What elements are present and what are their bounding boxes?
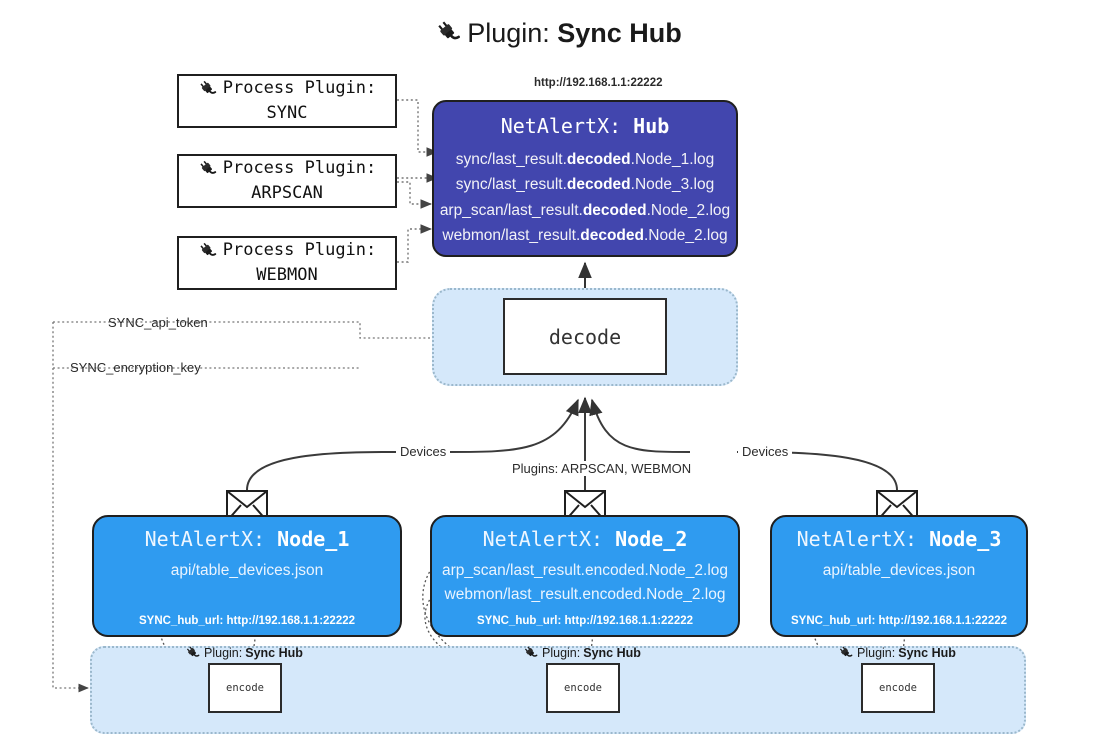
plug-icon: [198, 79, 217, 98]
process-plugin-name: SYNC: [266, 103, 308, 123]
hub-log-line: arp_scan/last_result.decoded.Node_2.log: [440, 198, 730, 223]
decode-box[interactable]: decode: [503, 298, 667, 375]
node-payload-line: api/table_devices.json: [170, 562, 324, 579]
node-title: NetAlertX: Node_2: [483, 527, 688, 551]
plugins-label-mid: Plugins: ARPSCAN, WEBMON: [508, 461, 696, 476]
hub-log-mid: decoded: [566, 176, 631, 194]
hub-log-post: .Node_2.log: [643, 226, 728, 244]
page-title-prefix: Plugin:: [467, 18, 550, 48]
node-title: NetAlertX: Node_3: [797, 527, 1002, 551]
hub-log-line: webmon/last_result.decoded.Node_2.log: [442, 223, 727, 248]
plug-icon: [523, 645, 538, 660]
hub-log-post: .Node_1.log: [630, 151, 715, 168]
plugin-tag-prefix: Plugin:: [542, 645, 581, 660]
encode-box-node-2[interactable]: encode: [546, 663, 620, 713]
hub-log-pre: arp_scan/last_result.: [439, 201, 583, 219]
process-plugin-box-arpscan[interactable]: Process Plugin: ARPSCAN: [177, 154, 397, 208]
hub-log-mid: decoded: [580, 226, 644, 244]
node-title: NetAlertX: Node_1: [145, 527, 350, 551]
plugin-tag-name: Sync Hub: [583, 645, 641, 660]
plug-icon: [198, 159, 217, 178]
hub-log-line: sync/last_result.decoded.Node_1.log: [456, 147, 714, 172]
hub-title-prefix: NetAlertX:: [500, 114, 622, 138]
node-hub-url: SYNC_hub_url: http://192.168.1.1:22222: [790, 615, 1008, 627]
plug-icon: [838, 645, 853, 660]
process-plugin-name: ARPSCAN: [251, 183, 323, 203]
hub-title-name: Hub: [633, 114, 670, 138]
process-plugin-name: WEBMON: [256, 265, 318, 285]
node-title-name: Node_1: [277, 527, 350, 551]
hub-node[interactable]: NetAlertX: Hub sync/last_result.decoded.…: [432, 100, 738, 257]
hub-log-mid: decoded: [582, 201, 647, 219]
plugin-tag-prefix: Plugin:: [204, 645, 243, 660]
plugin-tag-name: Sync Hub: [898, 645, 956, 660]
encode-box-node-3[interactable]: encode: [861, 663, 935, 713]
plugin-tag-sync-hub: Plugin: Sync Hub: [185, 645, 303, 660]
node-payload-line: arp_scan/last_result.encoded.Node_2.log: [441, 562, 729, 579]
hub-log-post: .Node_2.log: [646, 201, 731, 219]
node-payload-line: webmon/last_result.encoded.Node_2.log: [444, 586, 726, 604]
sync-api-token-label: SYNC_api_token: [108, 315, 208, 330]
plugin-tag-name: Sync Hub: [245, 645, 303, 660]
process-plugin-caption: Process Plugin:: [222, 158, 377, 179]
process-plugin-caption: Process Plugin:: [222, 78, 377, 99]
node-hub-url: SYNC_hub_url: http://192.168.1.1:22222: [476, 615, 694, 627]
node-title-name: Node_3: [929, 527, 1002, 551]
hub-log-pre: sync/last_result.: [455, 176, 567, 194]
hub-title: NetAlertX: Hub: [501, 114, 670, 138]
page-title-name: Sync Hub: [557, 18, 682, 48]
plug-icon: [198, 241, 217, 260]
hub-log-mid: decoded: [566, 151, 631, 168]
plugin-tag-sync-hub: Plugin: Sync Hub: [838, 645, 956, 660]
node-payload-line: api/table_devices.json: [822, 562, 976, 579]
sync-encryption-key-label: SYNC_encryption_key: [70, 360, 201, 375]
process-plugin-caption: Process Plugin:: [222, 240, 377, 261]
devices-label-left: Devices: [396, 444, 451, 459]
devices-label-right: Devices: [738, 444, 793, 459]
node-title-prefix: NetAlertX:: [482, 527, 604, 551]
node-title-prefix: NetAlertX:: [144, 527, 266, 551]
node-box-node-2[interactable]: NetAlertX: Node_2 arp_scan/last_result.e…: [430, 515, 740, 637]
hub-log-post: .Node_3.log: [630, 176, 715, 194]
process-plugin-box-sync[interactable]: Process Plugin: SYNC: [177, 74, 397, 128]
hub-log-pre: sync/last_result.: [455, 151, 567, 168]
plug-icon: [185, 645, 200, 660]
hub-log-line: sync/last_result.decoded.Node_3.log: [456, 172, 714, 197]
plugin-tag-sync-hub: Plugin: Sync Hub: [523, 645, 641, 660]
node-title-prefix: NetAlertX:: [796, 527, 918, 551]
node-box-node-1[interactable]: NetAlertX: Node_1 api/table_devices.json…: [92, 515, 402, 637]
plugin-tag-prefix: Plugin:: [857, 645, 896, 660]
node-hub-url: SYNC_hub_url: http://192.168.1.1:22222: [138, 615, 356, 627]
plug-icon: [435, 19, 461, 45]
process-plugin-box-webmon[interactable]: Process Plugin: WEBMON: [177, 236, 397, 290]
node-title-name: Node_2: [615, 527, 688, 551]
hub-url-label: http://192.168.1.1:22222: [534, 77, 663, 89]
encode-box-node-1[interactable]: encode: [208, 663, 282, 713]
hub-log-pre: webmon/last_result.: [442, 226, 581, 244]
node-box-node-3[interactable]: NetAlertX: Node_3 api/table_devices.json…: [770, 515, 1028, 637]
page-title: Plugin: Sync Hub: [0, 18, 1117, 49]
